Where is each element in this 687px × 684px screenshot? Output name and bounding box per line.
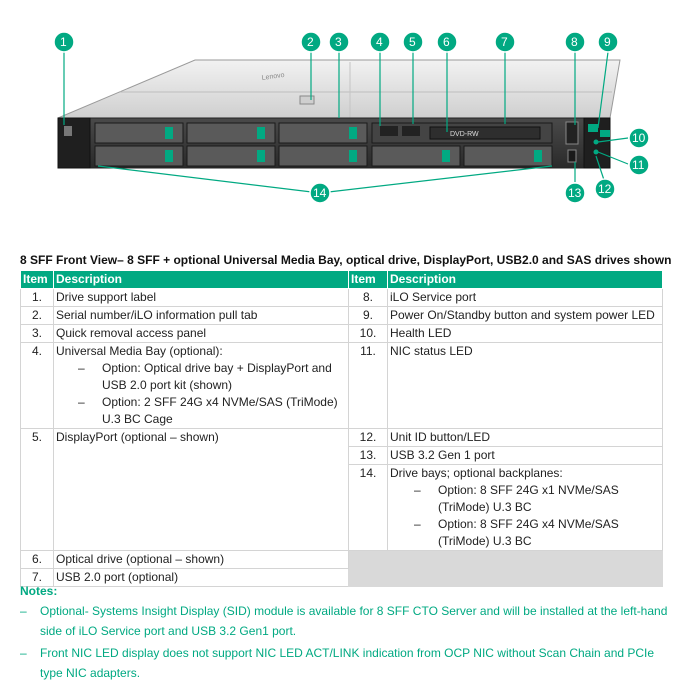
header-item-2: Item <box>349 271 388 289</box>
item-number: 11. <box>349 343 388 429</box>
item-number: 14. <box>349 465 388 551</box>
svg-text:5: 5 <box>409 35 416 49</box>
note-dash: – <box>20 643 40 683</box>
option-line: – Option: 2 SFF 24G x4 NVMe/SAS (TriMode… <box>56 394 346 428</box>
item-description: Quick removal access panel <box>54 325 349 343</box>
item-description-text: Universal Media Bay (optional): <box>56 343 346 360</box>
note-item: – Optional- Systems Insight Display (SID… <box>20 601 680 641</box>
option-text: Option: Optical drive bay + DisplayPort … <box>102 360 346 394</box>
item-number: 12. <box>349 429 388 447</box>
empty-cell <box>349 551 663 587</box>
svg-text:4: 4 <box>376 35 383 49</box>
header-description: Description <box>54 271 349 289</box>
callout-7: 7 <box>495 32 515 52</box>
note-item: – Front NIC LED display does not support… <box>20 643 680 683</box>
component-table: Item Description Item Description 1. Dri… <box>20 270 663 587</box>
item-number: 13. <box>349 447 388 465</box>
callout-1: 1 <box>54 32 74 52</box>
ilo-service-port <box>566 122 578 144</box>
item-number: 8. <box>349 289 388 307</box>
item-description: Unit ID button/LED <box>388 429 663 447</box>
table-row: 5. DisplayPort (optional – shown) 12. Un… <box>21 429 663 447</box>
server-front-view-diagram: Lenovo DVD-RW <box>0 0 687 240</box>
svg-text:2: 2 <box>307 35 314 49</box>
item-number: 9. <box>349 307 388 325</box>
table-row: 2. Serial number/iLO information pull ta… <box>21 307 663 325</box>
table-row: 1. Drive support label 8. iLO Service po… <box>21 289 663 307</box>
svg-text:3: 3 <box>335 35 342 49</box>
svg-text:11: 11 <box>632 158 645 172</box>
option-text: Option: 8 SFF 24G x1 NVMe/SAS (TriMode) … <box>438 482 660 516</box>
item-number: 5. <box>21 429 54 551</box>
callout-10: 10 <box>629 128 649 148</box>
svg-text:12: 12 <box>598 182 612 196</box>
table-row: 4. Universal Media Bay (optional): – Opt… <box>21 343 663 429</box>
option-dash: – <box>414 516 438 550</box>
item-number: 3. <box>21 325 54 343</box>
item-description: Optical drive (optional – shown) <box>54 551 349 569</box>
option-line: – Option: Optical drive bay + DisplayPor… <box>56 360 346 394</box>
callout-8: 8 <box>565 32 585 52</box>
option-dash: – <box>78 394 102 428</box>
note-text: Optional- Systems Insight Display (SID) … <box>40 601 680 641</box>
item-description: Drive bays; optional backplanes: – Optio… <box>388 465 663 551</box>
option-dash: – <box>78 360 102 394</box>
note-dash: – <box>20 601 40 641</box>
optical-drive-label: DVD-RW <box>450 131 479 138</box>
item-description: Universal Media Bay (optional): – Option… <box>54 343 349 429</box>
callout-4: 4 <box>370 32 390 52</box>
svg-text:6: 6 <box>443 35 450 49</box>
item-description: Power On/Standby button and system power… <box>388 307 663 325</box>
option-line: – Option: 8 SFF 24G x1 NVMe/SAS (TriMode… <box>390 482 660 516</box>
callout-11: 11 <box>629 155 649 175</box>
item-description: Health LED <box>388 325 663 343</box>
item-number: 4. <box>21 343 54 429</box>
svg-text:1: 1 <box>60 35 67 49</box>
item-description: iLO Service port <box>388 289 663 307</box>
svg-text:8: 8 <box>571 35 578 49</box>
table-row: 6. Optical drive (optional – shown) <box>21 551 663 569</box>
item-number: 6. <box>21 551 54 569</box>
header-item: Item <box>21 271 54 289</box>
notes-section: Notes: – Optional- Systems Insight Displ… <box>20 583 680 683</box>
svg-text:14: 14 <box>313 186 327 200</box>
svg-text:9: 9 <box>604 35 611 49</box>
note-text: Front NIC LED display does not support N… <box>40 643 680 683</box>
usb-3-port <box>568 150 576 162</box>
callout-5: 5 <box>403 32 423 52</box>
item-description: NIC status LED <box>388 343 663 429</box>
item-description: Serial number/iLO information pull tab <box>54 307 349 325</box>
notes-title: Notes: <box>20 583 680 599</box>
callout-6: 6 <box>437 32 457 52</box>
option-line: – Option: 8 SFF 24G x4 NVMe/SAS (TriMode… <box>390 516 660 550</box>
callout-9: 9 <box>598 32 618 52</box>
callout-14: 14 <box>310 183 330 203</box>
callout-2: 2 <box>301 32 321 52</box>
item-number: 10. <box>349 325 388 343</box>
item-description-text: Drive bays; optional backplanes: <box>390 465 660 482</box>
svg-text:13: 13 <box>568 186 582 200</box>
svg-text:10: 10 <box>632 131 646 145</box>
item-number: 1. <box>21 289 54 307</box>
table-row: 3. Quick removal access panel 10. Health… <box>21 325 663 343</box>
item-number: 2. <box>21 307 54 325</box>
svg-text:7: 7 <box>501 35 508 49</box>
callout-3: 3 <box>329 32 349 52</box>
header-description-2: Description <box>388 271 663 289</box>
item-description: DisplayPort (optional – shown) <box>54 429 349 551</box>
item-description: Drive support label <box>54 289 349 307</box>
callout-12: 12 <box>595 179 615 199</box>
option-text: Option: 2 SFF 24G x4 NVMe/SAS (TriMode) … <box>102 394 346 428</box>
item-description: USB 3.2 Gen 1 port <box>388 447 663 465</box>
callout-13: 13 <box>565 183 585 203</box>
option-text: Option: 8 SFF 24G x4 NVMe/SAS (TriMode) … <box>438 516 660 550</box>
table-header-row: Item Description Item Description <box>21 271 663 289</box>
option-dash: – <box>414 482 438 516</box>
figure-caption: 8 SFF Front View– 8 SFF + optional Unive… <box>20 253 667 267</box>
